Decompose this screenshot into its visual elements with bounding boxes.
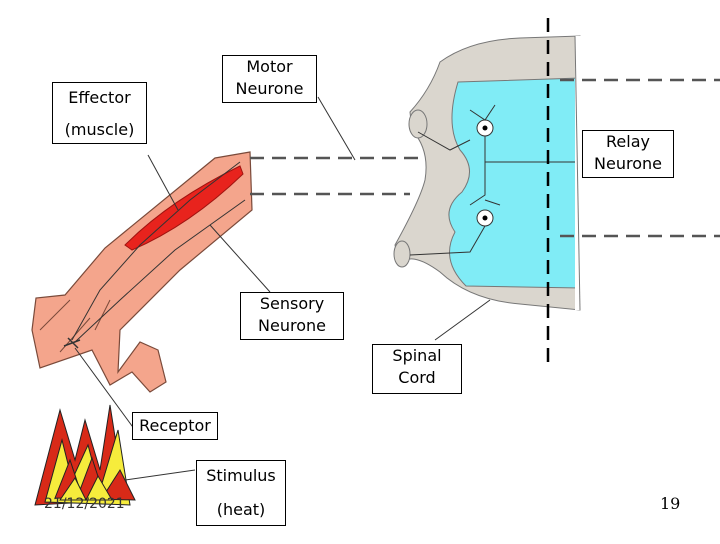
effector-label-line1: Effector [68, 88, 131, 107]
relay-neurone-line1: Relay [606, 132, 650, 151]
motor-neurone-line2: Neurone [235, 79, 304, 98]
stimulus-label: Stimulus (heat) [196, 460, 286, 526]
receptor-label: Receptor [132, 412, 218, 440]
spinal-grey-matter [448, 77, 581, 289]
motor-neurone-line1: Motor [246, 57, 293, 76]
spinal-cord-line1: Spinal [392, 346, 442, 365]
motor-neurone-label: Motor Neurone [222, 55, 317, 103]
spinal-cord-line2: Cord [398, 368, 436, 387]
heat-flames [34, 404, 136, 506]
relay-neurone-label: Relay Neurone [582, 130, 674, 178]
receptor-text: Receptor [139, 416, 211, 435]
relay-neurone-line2: Neurone [594, 154, 662, 173]
sensory-neurone-label: Sensory Neurone [240, 292, 344, 340]
footer-page-number: 19 [660, 494, 681, 513]
muscle-shape [124, 165, 244, 251]
footer-date: 21/12/2021 [44, 496, 125, 512]
effector-label: Effector (muscle) [52, 82, 147, 144]
stimulus-line2: (heat) [216, 500, 266, 519]
sensory-neurone-line2: Neurone [258, 316, 326, 335]
stimulus-line1: Stimulus [206, 466, 276, 485]
sensory-neurone-line1: Sensory [259, 294, 325, 313]
spinal-cord-label: Spinal Cord [372, 344, 462, 394]
effector-label-line2: (muscle) [64, 120, 135, 139]
